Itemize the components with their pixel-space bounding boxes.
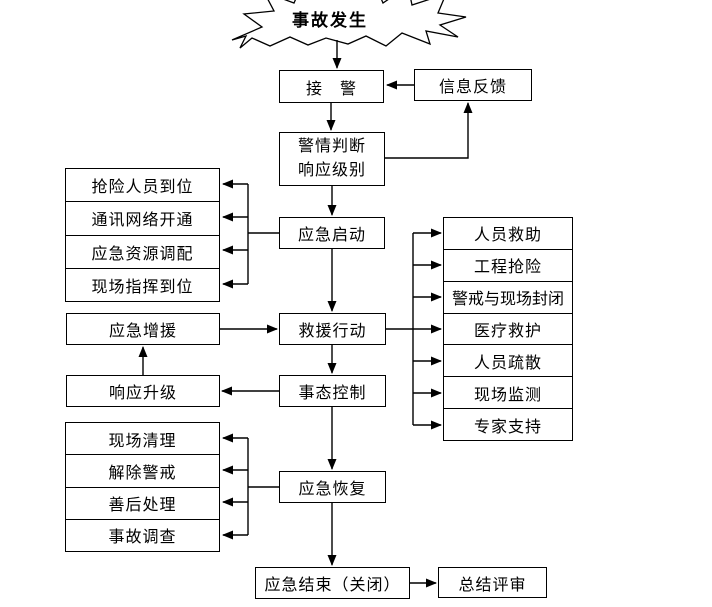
node-personnel-evacuation: 人员疏散 <box>444 344 572 376</box>
prep-group: 抢险人员到位 通讯网络开通 应急资源调配 现场指挥到位 <box>65 168 220 302</box>
node-alarm-judgment: 警情判断 响应级别 <box>279 132 385 186</box>
recovery-group: 现场清理 解除警戒 善后处理 事故调查 <box>65 422 220 552</box>
node-comms-network-open: 通讯网络开通 <box>66 201 219 234</box>
node-receive-alarm: 接 警 <box>279 70 384 103</box>
node-response-upgrade: 响应升级 <box>66 375 220 407</box>
node-summary-review: 总结评审 <box>438 567 547 598</box>
node-expert-support: 专家支持 <box>444 408 572 440</box>
node-rescue-action: 救援行动 <box>279 313 386 345</box>
node-accident-occurs: 事故发生 <box>292 11 368 30</box>
node-cordon-site-closure: 警戒与现场封闭 <box>444 280 572 313</box>
node-alarm-judgment-line2: 响应级别 <box>297 162 366 179</box>
node-accident-investigation: 事故调查 <box>66 518 219 551</box>
node-emergency-start: 应急启动 <box>279 217 385 249</box>
node-aftermath-handling: 善后处理 <box>66 486 219 519</box>
node-alarm-judgment-line1: 警情判断 <box>297 138 366 155</box>
node-emergency-end: 应急结束（关闭） <box>255 567 410 599</box>
node-emergency-reinforcement: 应急增援 <box>66 313 220 345</box>
node-site-cleanup: 现场清理 <box>108 432 177 450</box>
node-resource-allocation: 应急资源调配 <box>66 234 219 268</box>
node-personnel-rescue: 人员救助 <box>473 227 542 245</box>
node-site-command-in-place: 现场指挥到位 <box>66 267 219 301</box>
node-info-feedback: 信息反馈 <box>414 69 532 101</box>
node-medical-aid: 医疗救护 <box>444 312 572 345</box>
starburst-shape <box>231 0 467 49</box>
response-group: 人员救助 工程抢险 警戒与现场封闭 医疗救护 人员疏散 现场监测 专家支持 <box>443 217 573 441</box>
node-rescuers-in-place: 抢险人员到位 <box>91 179 194 197</box>
node-site-monitoring: 现场监测 <box>444 376 572 408</box>
node-lift-cordon: 解除警戒 <box>66 454 219 486</box>
node-emergency-recovery: 应急恢复 <box>279 471 386 503</box>
node-engineering-rescue: 工程抢险 <box>444 248 572 281</box>
node-situation-control: 事态控制 <box>279 375 386 407</box>
